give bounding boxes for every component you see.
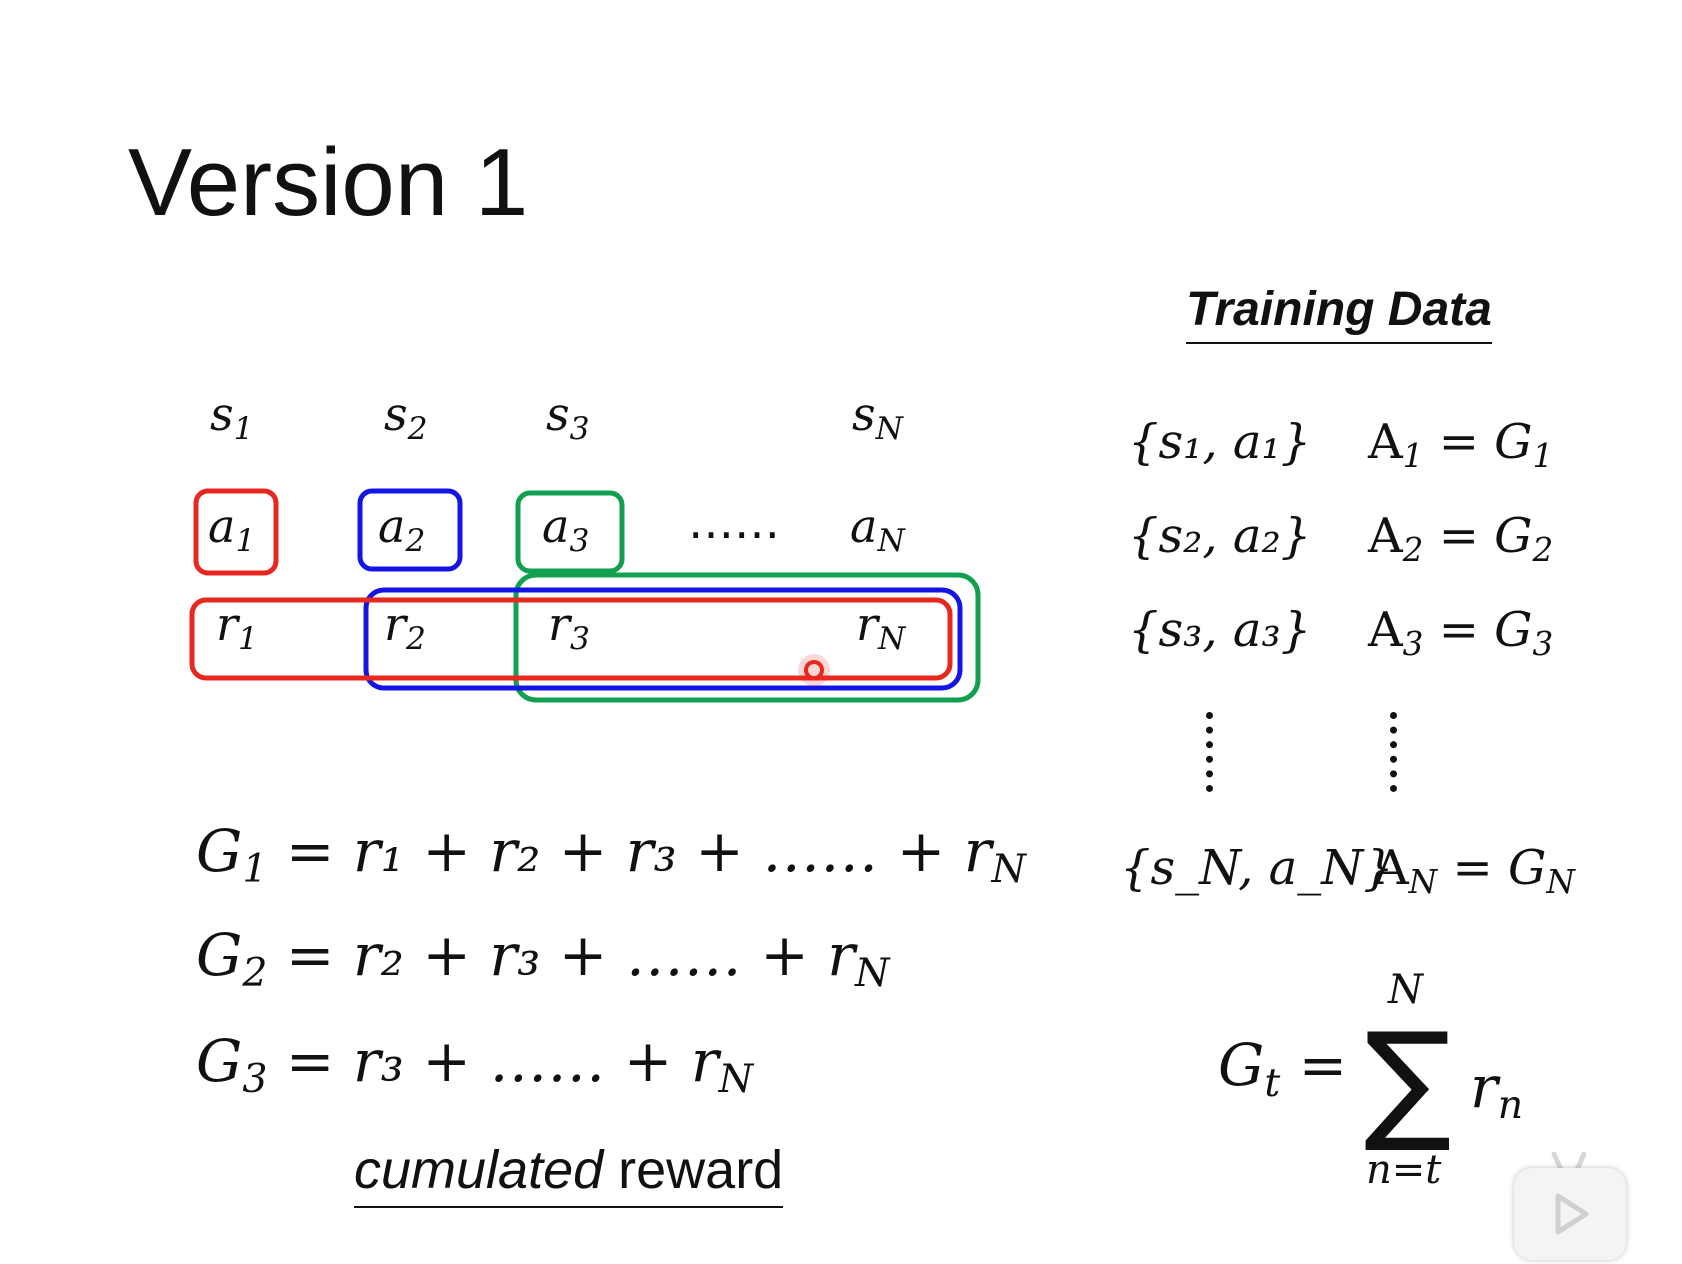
action-n: aN — [850, 499, 905, 559]
reward-n: rN — [856, 597, 906, 657]
equation-g2: G2 = r₂ + r₃ + …… + rN — [196, 921, 890, 997]
td-adv-2: A2 = G2 — [1368, 508, 1554, 570]
sum-lower-limit: n=t — [1366, 1147, 1442, 1193]
equation-g3: G3 = r₃ + …… + rN — [196, 1027, 754, 1103]
box-blue-r2-rn — [363, 587, 963, 691]
action-1: a1 — [208, 499, 256, 559]
reward-3: r3 — [548, 597, 590, 657]
td-pair-2: {s₂, a₂} — [1128, 508, 1312, 564]
state-1: s1 — [210, 387, 254, 447]
box-a3 — [515, 490, 625, 574]
state-3: s3 — [546, 387, 590, 447]
td-pair-n: {s_N, a_N} — [1120, 840, 1394, 896]
box-a1 — [193, 488, 279, 576]
box-green-r3-rn — [513, 572, 981, 703]
box-a2 — [357, 488, 463, 572]
box-red-r1-rn — [189, 597, 953, 681]
reward-2: r2 — [384, 597, 426, 657]
laser-pointer-dot — [804, 660, 824, 680]
training-data-title: Training Data — [1186, 280, 1492, 344]
td-pair-3: {s₃, a₃} — [1128, 602, 1312, 658]
td-adv-1: A1 = G1 — [1368, 414, 1554, 476]
sigma-symbol: ∑ — [1364, 1004, 1452, 1156]
actions-ellipsis: …… — [688, 495, 780, 549]
caption-cumulated-reward: cumulated reward — [354, 1138, 784, 1208]
reward-1: r1 — [216, 597, 258, 657]
slide-title: Version 1 — [128, 129, 529, 236]
equation-g1: G1 = r₁ + r₂ + r₃ + …… + rN — [196, 817, 1026, 893]
td-adv-n: AN = GN — [1374, 840, 1575, 902]
video-play-button[interactable] — [1514, 1168, 1626, 1260]
vdots-pairs — [1206, 712, 1221, 792]
state-n: sN — [852, 387, 903, 447]
formula-lhs: Gt = — [1218, 1031, 1348, 1107]
td-pair-1: {s₁, a₁} — [1128, 414, 1312, 470]
state-2: s2 — [384, 387, 428, 447]
sum-upper-limit: N — [1388, 967, 1423, 1013]
sum-term: rn — [1470, 1053, 1524, 1129]
action-3: a3 — [542, 499, 590, 559]
play-icon — [1555, 1193, 1589, 1235]
td-adv-3: A3 = G3 — [1368, 602, 1554, 664]
vdots-advantages — [1390, 712, 1405, 792]
action-2: a2 — [378, 499, 426, 559]
